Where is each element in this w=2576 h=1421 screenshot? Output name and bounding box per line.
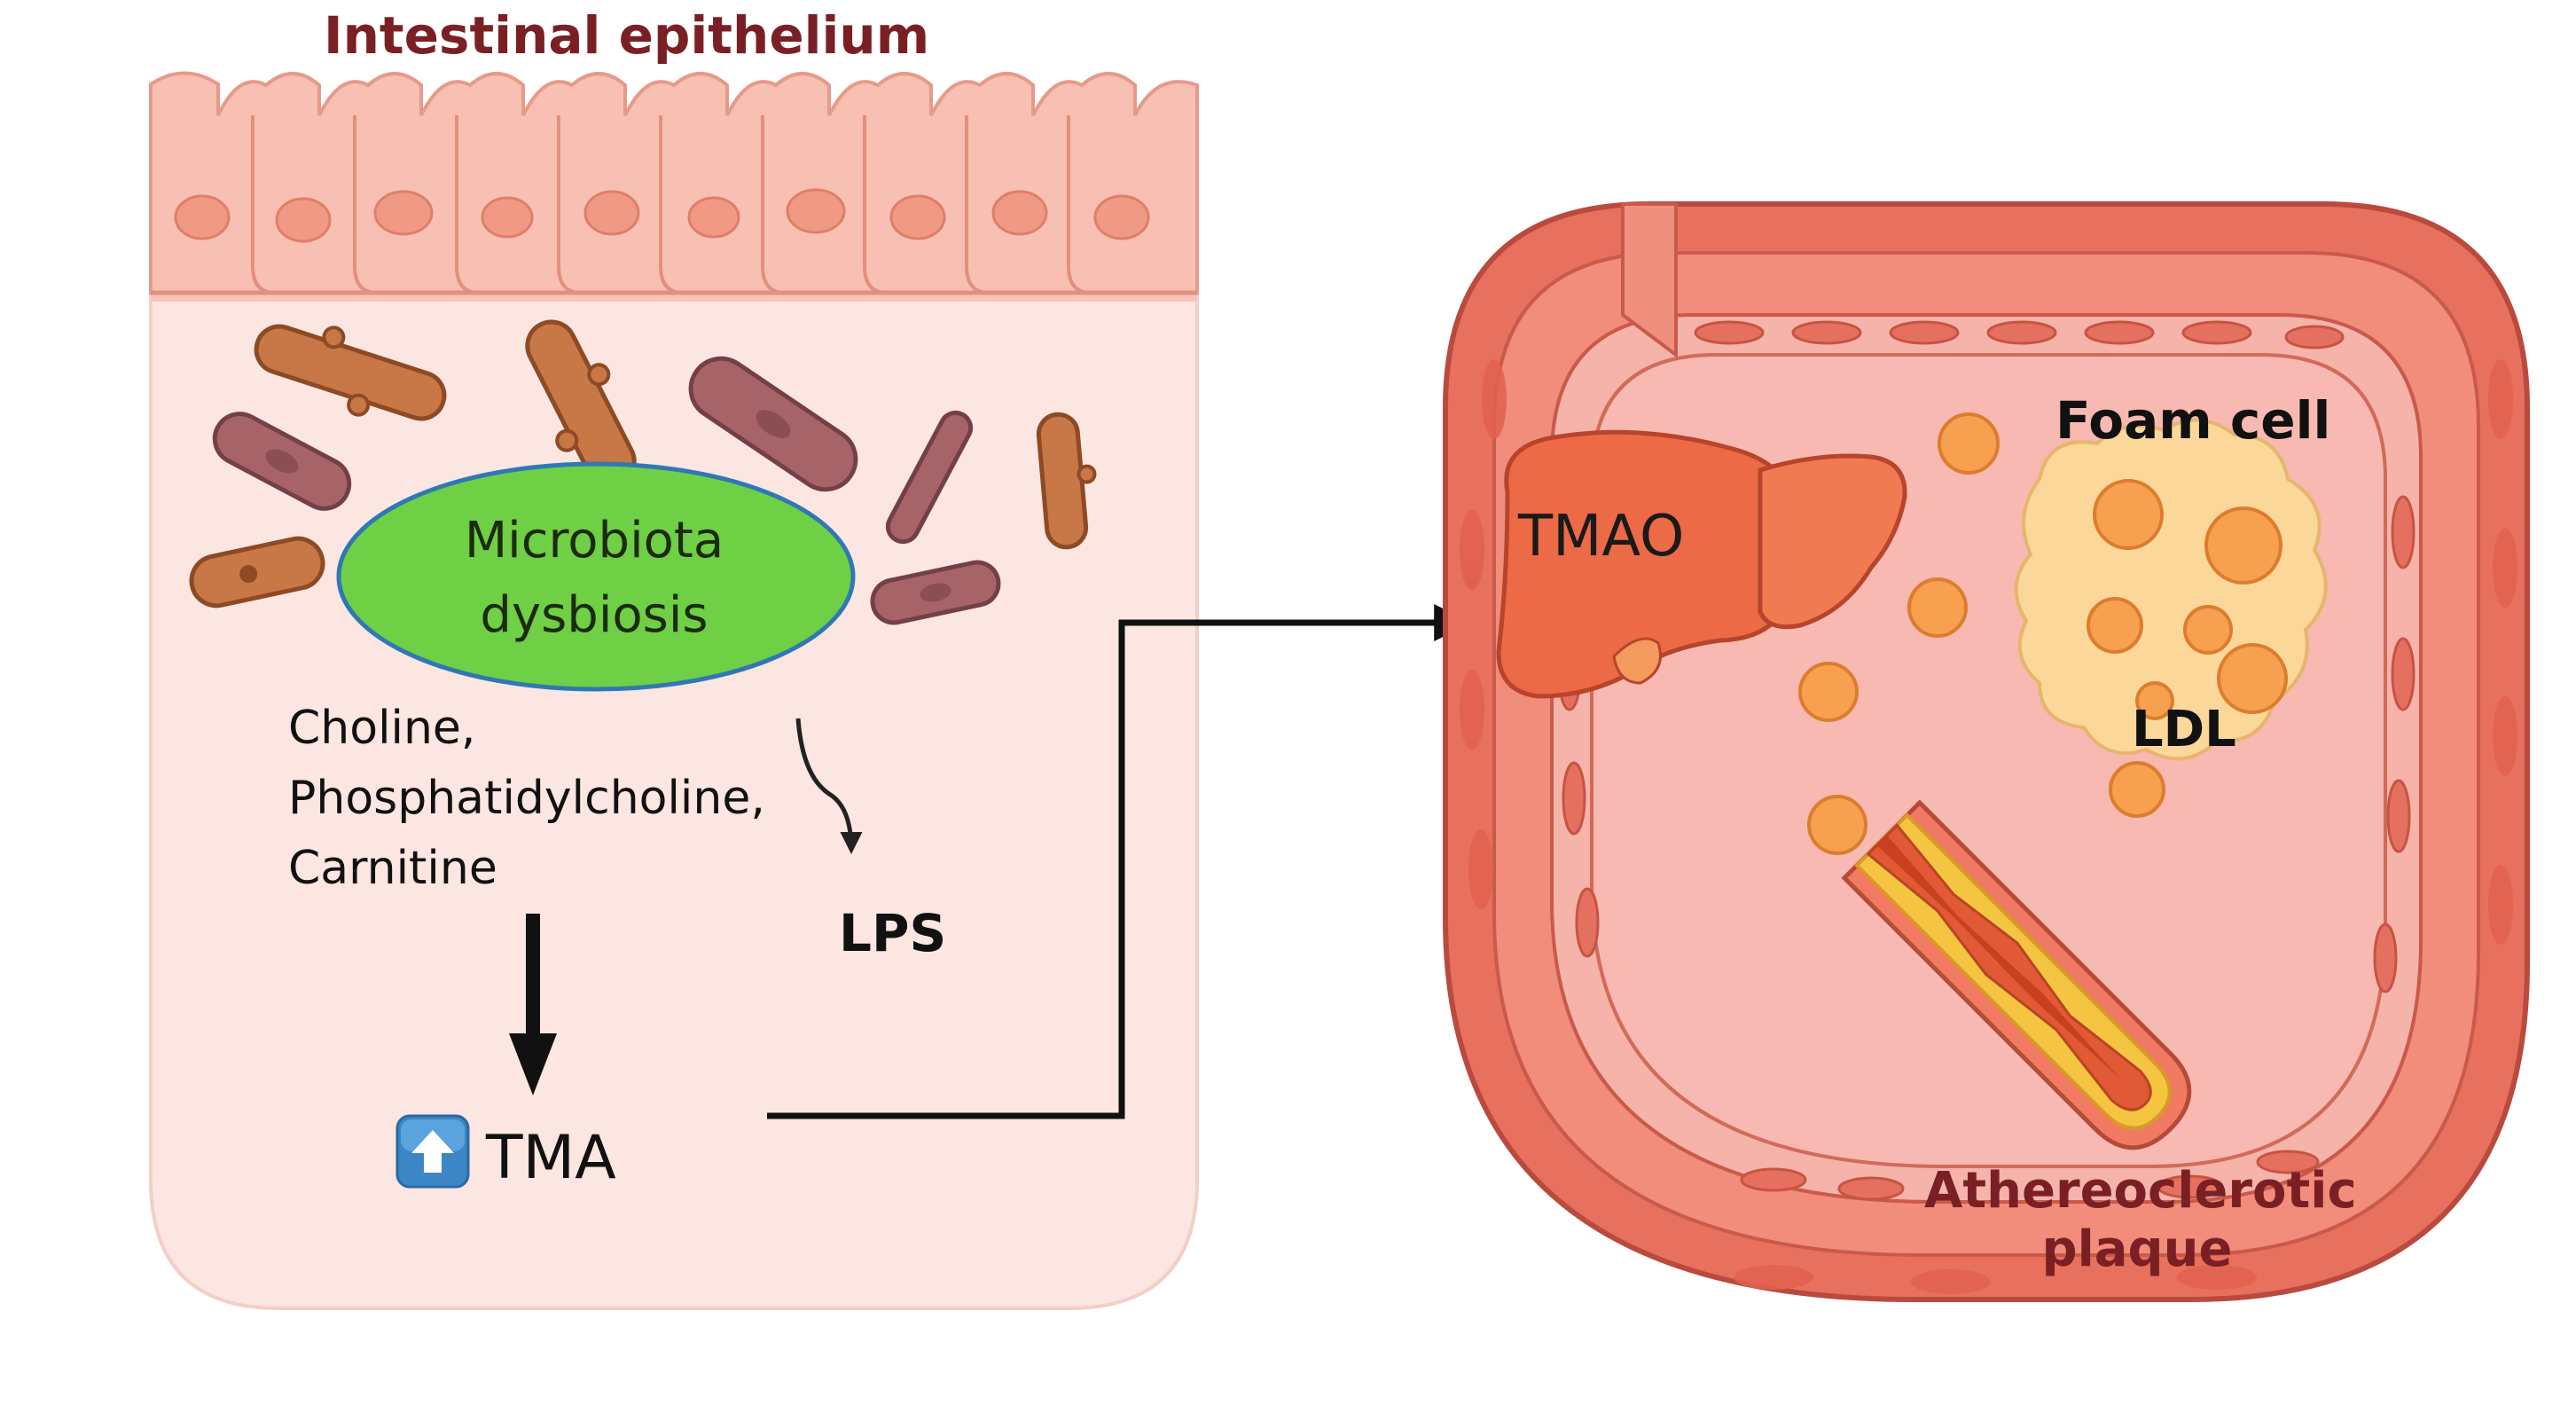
substrate-choline: Choline, bbox=[288, 702, 476, 755]
tmao-label: TMAO bbox=[1518, 504, 1685, 569]
tma-to-tmao-arrow bbox=[767, 604, 1472, 1119]
plaque-label-line2: plaque bbox=[2041, 1221, 2233, 1278]
bacteria bbox=[189, 319, 1097, 625]
lps-label: LPS bbox=[839, 903, 947, 963]
bacterium bbox=[688, 356, 858, 492]
up-arrow-icon bbox=[395, 1114, 470, 1189]
ldl-label: LDL bbox=[2132, 701, 2236, 758]
bacterium bbox=[885, 410, 974, 545]
microbiota-label-line1: Microbiota bbox=[464, 512, 724, 569]
blood-vessel bbox=[1443, 201, 2530, 1302]
substrate-phosphatidylcholine: Phosphatidylcholine, bbox=[288, 772, 765, 825]
liver-icon bbox=[1496, 429, 1907, 699]
microbiota-label-line2: dysbiosis bbox=[480, 586, 709, 644]
microbiota-dysbiosis-node bbox=[336, 461, 856, 692]
ldl-particles bbox=[1798, 412, 2165, 855]
tma-label: TMA bbox=[486, 1123, 616, 1193]
down-arrow bbox=[509, 914, 557, 1095]
bacterium bbox=[189, 536, 325, 608]
bacterium bbox=[870, 560, 1001, 625]
epithelium-cells bbox=[149, 71, 1199, 302]
microbiota-dysbiosis-label: Microbiota dysbiosis bbox=[346, 504, 842, 653]
bacterium bbox=[1036, 412, 1097, 550]
epithelium-title: Intestinal epithelium bbox=[324, 5, 930, 66]
bacterium bbox=[212, 412, 352, 511]
plaque-label-line1: Athereoclerotic bbox=[1924, 1162, 2357, 1220]
substrate-carnitine: Carnitine bbox=[288, 842, 497, 895]
atherosclerotic-plaque-vessel bbox=[1841, 799, 2192, 1150]
plaque-label: Athereoclerotic plaque bbox=[1924, 1162, 2357, 1279]
foam-cell bbox=[2014, 418, 2328, 761]
substrates-label: Choline, Phosphatidylcholine, Carnitine bbox=[288, 694, 765, 904]
lps-arrow bbox=[795, 718, 863, 854]
bacterium bbox=[254, 324, 447, 421]
foam-cell-label: Foam cell bbox=[2055, 390, 2331, 451]
